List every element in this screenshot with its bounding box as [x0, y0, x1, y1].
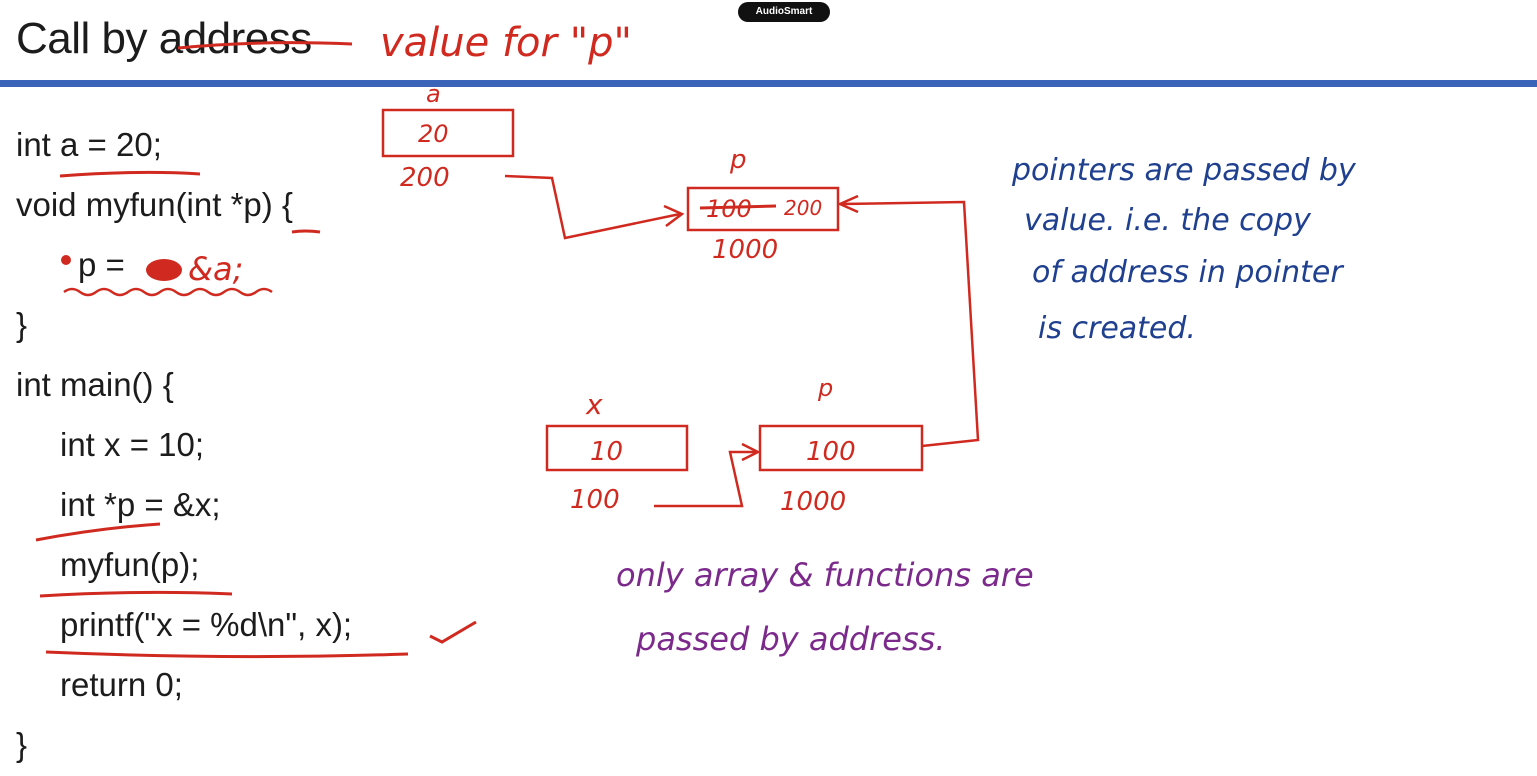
wavy-underline [63, 287, 273, 297]
underline-printf [45, 650, 409, 659]
underline-myfun-call [39, 590, 233, 598]
arrow-100-to-p [654, 450, 756, 508]
arrowhead-200-to-p [663, 204, 685, 227]
scribble-blot [146, 259, 182, 281]
arrowhead-100-to-p [741, 442, 761, 462]
box-p-func-value: 200 [784, 196, 822, 220]
check-mark [429, 620, 477, 644]
arrow-200-to-p [504, 174, 681, 240]
blue-note-line-4: is created. [1038, 311, 1196, 346]
code-line-3: p = [78, 246, 134, 283]
box-a-value: 20 [418, 120, 449, 148]
arrowhead-copy [836, 194, 859, 214]
title-insert-text: value for "p" [380, 20, 632, 66]
strike-old-value [699, 204, 777, 210]
box-a-address: 200 [400, 163, 450, 193]
code-line-9: printf("x = %d\n", x); [60, 606, 353, 643]
box-p-main-address: 1000 [780, 487, 846, 517]
box-p-main [758, 424, 924, 472]
deref-star-mark [61, 255, 71, 265]
underline-param-p [291, 229, 321, 234]
code-line-11: } [16, 726, 28, 763]
underline-int-p [35, 522, 161, 542]
title-rule [0, 80, 1537, 87]
blue-note-line-2: value. i.e. the copy [1024, 203, 1312, 238]
code-line-5: int main() { [16, 366, 174, 403]
underline-int-a [59, 170, 201, 178]
arrow-copy-to-func-p [841, 200, 980, 448]
slide-title: Call by address [16, 14, 312, 63]
code-line-1: int a = 20; [16, 126, 162, 163]
code-line-7: int *p = &x; [60, 486, 221, 523]
box-x-main [545, 424, 689, 472]
blue-note-line-3: of address in pointer [1032, 255, 1344, 290]
audiosmart-badge: AudioSmart [738, 2, 830, 22]
box-x-value: 10 [590, 437, 623, 467]
box-p-func-address: 1000 [712, 235, 778, 265]
code-line-8: myfun(p); [60, 546, 200, 583]
title-strike [177, 41, 353, 50]
box-a-label: a [426, 80, 441, 108]
box-x-label: x [585, 388, 603, 421]
box-p-func [686, 186, 840, 232]
blue-note-line-1: pointers are passed by [1011, 153, 1357, 188]
box-p-main-value: 100 [806, 437, 856, 467]
assign-replacement-text: &a; [188, 250, 243, 288]
code-line-2: void myfun(int *p) { [16, 186, 293, 223]
box-x-address: 100 [570, 485, 620, 515]
code-line-4: } [16, 306, 28, 343]
purple-note-line-1: only array & functions are [616, 556, 1034, 594]
box-p-func-label: p [729, 145, 747, 175]
box-p-main-label: p [817, 374, 833, 402]
box-a-global [381, 108, 515, 158]
code-line-6: int x = 10; [60, 426, 205, 463]
code-line-10: return 0; [60, 666, 183, 703]
purple-note-line-2: passed by address. [635, 620, 945, 658]
